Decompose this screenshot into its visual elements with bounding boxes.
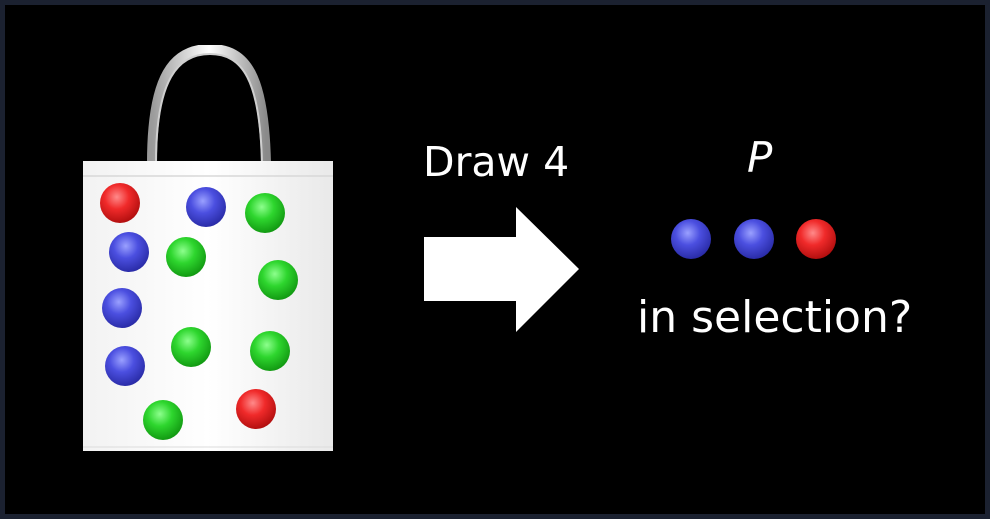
green-ball	[171, 327, 211, 367]
green-ball	[166, 237, 206, 277]
target-blue-ball	[671, 219, 711, 259]
diagram-canvas: Draw 4 P in selection?	[5, 5, 985, 514]
green-ball	[143, 400, 183, 440]
probability-label: P	[747, 133, 773, 182]
target-blue-ball	[734, 219, 774, 259]
blue-ball	[102, 288, 142, 328]
draw-label: Draw 4	[423, 138, 570, 186]
red-ball	[236, 389, 276, 429]
blue-ball	[186, 187, 226, 227]
target-red-ball	[796, 219, 836, 259]
blue-ball	[109, 232, 149, 272]
green-ball	[250, 331, 290, 371]
blue-ball	[105, 346, 145, 386]
question-text: in selection?	[637, 292, 913, 343]
bag-handle-inner	[155, 52, 263, 164]
green-ball	[245, 193, 285, 233]
green-ball	[258, 260, 298, 300]
red-ball	[100, 183, 140, 223]
bag-handle	[147, 45, 271, 164]
right-arrow-icon	[424, 207, 579, 332]
